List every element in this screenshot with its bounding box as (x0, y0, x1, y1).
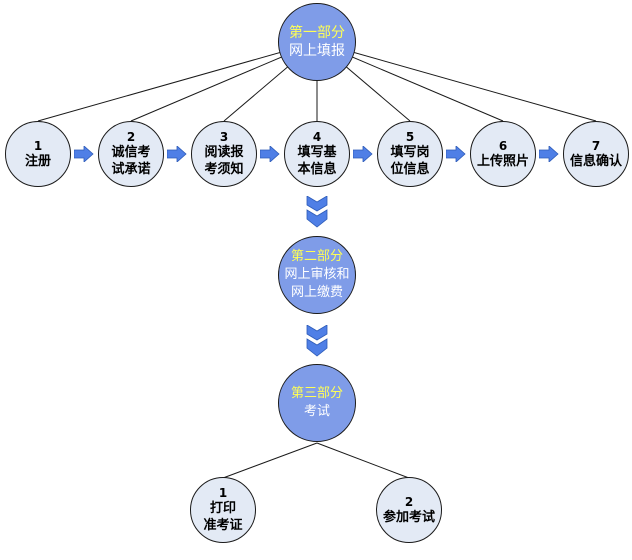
part2-title: 第二部分 (290, 249, 343, 264)
step-label: 打印 (209, 501, 236, 516)
part1-subtitle: 网上填报 (289, 43, 345, 59)
step-2-integrity-pledge: 2 诚信考 试承诺 (98, 121, 164, 187)
part3-subtitle: 考试 (303, 404, 330, 419)
step-label: 准考证 (203, 518, 243, 533)
arrow-right-icon (446, 146, 466, 162)
part1-node: 第一部分 网上填报 (278, 3, 356, 81)
step-number: 1 (218, 486, 228, 500)
exam-step-1-print-ticket: 1 打印 准考证 (190, 477, 256, 543)
part2-subtitle-line2: 网上缴费 (290, 285, 343, 300)
arrow-right-icon (539, 146, 559, 162)
step-number: 5 (405, 130, 415, 144)
step-label: 注册 (24, 153, 51, 169)
step-4-basic-info: 4 填写基 本信息 (284, 121, 350, 187)
step-5-position-info: 5 填写岗 位信息 (377, 121, 443, 187)
arrow-right-icon (353, 146, 373, 162)
step-number: 2 (404, 494, 414, 509)
part1-title: 第一部分 (289, 25, 345, 41)
step-label: 本信息 (297, 162, 337, 177)
step-3-read-notice: 3 阅读报 考须知 (191, 121, 257, 187)
exam-step-2-take-exam: 2 参加考试 (376, 477, 442, 543)
step-number: 7 (591, 138, 601, 153)
step-label: 填写基 (297, 145, 337, 160)
step-label: 诚信考 (111, 145, 151, 160)
step-label: 位信息 (390, 162, 430, 177)
chevron-down-icon (306, 196, 328, 228)
connector-line (316, 442, 410, 479)
step-1-register: 1 注册 (5, 121, 71, 187)
step-number: 1 (33, 138, 43, 153)
step-number: 2 (126, 130, 136, 144)
step-label: 试承诺 (111, 162, 151, 177)
arrow-right-icon (74, 146, 94, 162)
arrow-right-icon (167, 146, 187, 162)
part3-node: 第三部分 考试 (278, 364, 356, 442)
step-label: 信息确认 (569, 153, 622, 169)
step-6-upload-photo: 6 上传照片 (470, 121, 536, 187)
step-label: 考须知 (204, 162, 244, 177)
chevron-down-icon (306, 325, 328, 357)
step-label: 上传照片 (476, 153, 529, 169)
part2-node: 第二部分 网上审核和 网上缴费 (278, 236, 356, 314)
step-7-confirm-info: 7 信息确认 (563, 121, 629, 187)
step-number: 3 (219, 130, 229, 144)
connector-line (222, 442, 318, 479)
connector-line (37, 41, 318, 122)
step-label: 阅读报 (204, 145, 244, 160)
step-number: 4 (312, 130, 322, 144)
step-label: 填写岗 (390, 145, 430, 160)
part2-subtitle-line1: 网上审核和 (284, 267, 350, 282)
connector-line (316, 41, 597, 122)
step-number: 6 (498, 138, 508, 153)
part3-title: 第三部分 (290, 386, 343, 401)
step-label: 参加考试 (382, 509, 435, 525)
arrow-right-icon (260, 146, 280, 162)
